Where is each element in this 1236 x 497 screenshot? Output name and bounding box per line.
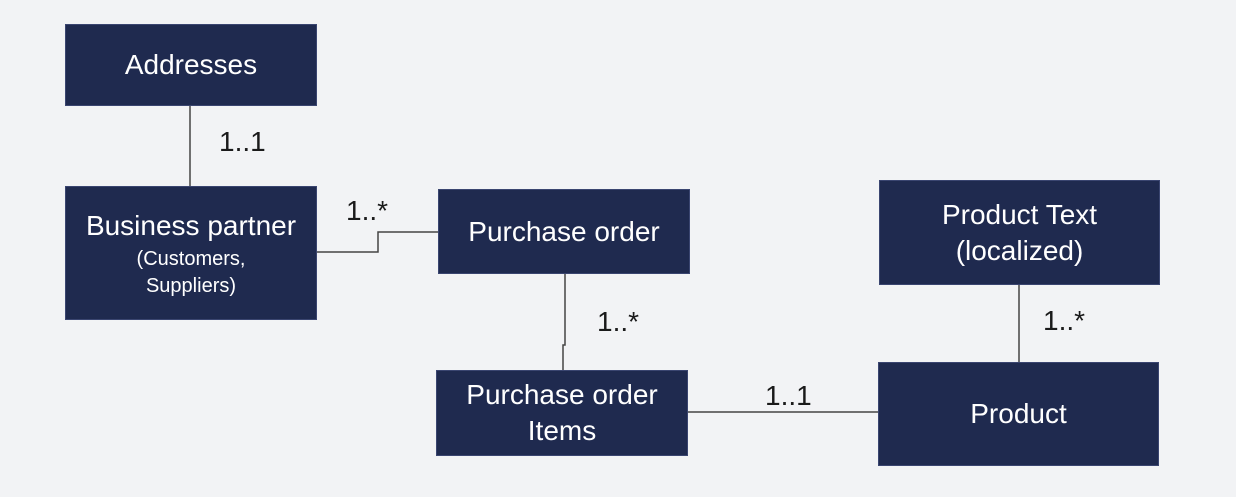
cardinality-label: 1..1: [219, 126, 266, 157]
entity-label: Items: [527, 415, 597, 446]
entity-label: Purchase order: [468, 215, 660, 247]
entity-label: Addresses: [124, 49, 258, 80]
cardinality-label: 1..*: [346, 195, 389, 226]
entity-purchase-order-items[interactable]: Purchase order Items: [436, 370, 688, 456]
cardinality-label: 1..*: [1043, 305, 1086, 336]
entity-label: (localized): [955, 234, 1084, 266]
entity-purchase-order[interactable]: Purchase order: [438, 189, 690, 274]
entity-sublabel: Suppliers): [145, 275, 237, 297]
entity-sublabel: (Customers,: [136, 248, 246, 270]
cardinality-label: 1..1: [765, 380, 812, 411]
entity-label: Product: [970, 398, 1067, 429]
entity-product-text[interactable]: Product Text (localized): [879, 180, 1160, 285]
connector-bp-po: [316, 231, 438, 253]
cardinality-label: 1..*: [597, 306, 640, 337]
connector-po-poitems: [562, 273, 566, 370]
entity-label: Business partner: [85, 210, 297, 241]
entity-label: Purchase order: [466, 379, 658, 410]
entity-product[interactable]: Product: [878, 362, 1159, 466]
entity-label: Product Text: [941, 198, 1098, 230]
entity-addresses[interactable]: Addresses: [65, 24, 317, 106]
entity-business-partner[interactable]: Business partner (Customers, Suppliers): [65, 186, 317, 320]
